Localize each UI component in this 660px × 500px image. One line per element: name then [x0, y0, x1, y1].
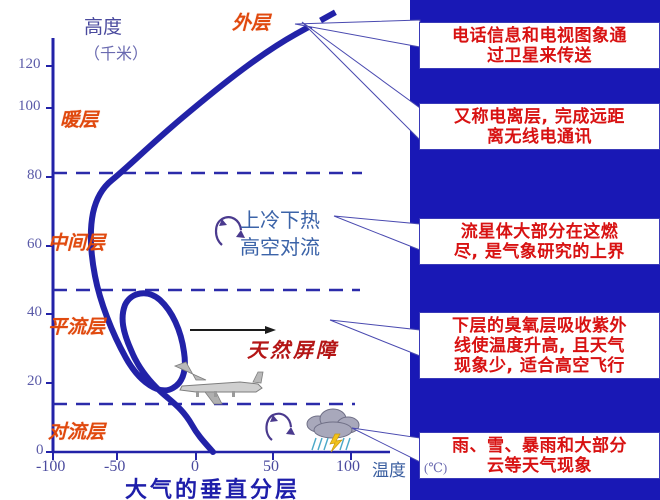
temperature-profile-curve-dashed	[294, 4, 347, 37]
stratosphere-pointer	[329, 319, 421, 357]
x-tick-100: 100	[336, 458, 360, 475]
callout-line: 离无线电通讯	[487, 127, 592, 148]
callout-line: 尽, 是气象研究的上界	[454, 242, 625, 263]
callout-line: 现象少, 适合高空飞行	[454, 356, 625, 377]
callout-line: 线使温度升高, 且天气	[454, 336, 625, 357]
convection-arrow-lower-icon	[265, 412, 295, 441]
callout-line: 雨、雪、暴雨和大部分	[452, 436, 627, 456]
y-axis-unit: （千米）	[84, 44, 149, 63]
chart-area: 高度 （千米） 120 100 80 60 40 20 0 -100 -50 0…	[18, 4, 406, 500]
layer-label-thermosphere: 暖层	[60, 109, 99, 131]
x-axis-unit: (℃)	[424, 460, 448, 475]
x-tick-minus100: -100	[36, 458, 66, 475]
airplane-icon	[173, 361, 264, 405]
callout-line: 下层的臭氧层吸收紫外	[452, 316, 627, 336]
x-axis-ticks	[52, 452, 352, 460]
right-arrow-icon	[190, 326, 276, 334]
mesosphere-callout[interactable]: 流星体大部分在这燃 尽, 是气象研究的上界	[419, 218, 660, 266]
stratosphere-callout[interactable]: 下层的臭氧层吸收紫外 线使温度升高, 且天气 现象少, 适合高空飞行	[419, 312, 660, 380]
y-axis-ticks	[46, 65, 53, 453]
troposphere-callout[interactable]: 雨、雪、暴雨和大部分 云等天气现象	[419, 432, 660, 480]
y-tick-60: 60	[27, 236, 42, 252]
exosphere-callout[interactable]: 电话信息和电视图象通 过卫星来传送	[419, 22, 660, 70]
figure-title: 大气的垂直分层	[125, 478, 301, 500]
layer-label-stratosphere: 平流层	[48, 316, 106, 338]
callout-line: 流星体大部分在这燃	[460, 222, 619, 242]
x-tick-minus50: -50	[104, 458, 126, 475]
x-tick-50: 50	[263, 458, 279, 475]
y-tick-100: 100	[18, 98, 41, 114]
y-tick-120: 120	[18, 56, 41, 72]
chart-svg	[46, 4, 390, 460]
troposphere-pointer	[351, 427, 421, 463]
x-axis-title: 温度	[372, 461, 406, 481]
y-tick-0: 0	[36, 442, 44, 458]
stratosphere-note: 天然屏障	[247, 338, 339, 362]
layer-label-mesosphere: 中间层	[48, 232, 106, 254]
y-tick-80: 80	[27, 167, 42, 183]
callout-line: 又称电离层, 完成远距	[454, 107, 625, 127]
temperature-profile-curve	[87, 31, 299, 455]
mesosphere-pointer	[333, 215, 421, 251]
mesosphere-note-line2: 高空对流	[240, 235, 320, 259]
layer-label-exosphere: 外层	[232, 12, 271, 34]
callout-line: 过卫星来传送	[487, 46, 592, 67]
y-axis-title: 高度	[84, 16, 123, 38]
y-tick-20: 20	[27, 373, 42, 389]
thermosphere-callout[interactable]: 又称电离层, 完成远距 离无线电通讯	[419, 103, 660, 151]
y-tick-40: 40	[27, 304, 42, 320]
mesosphere-note-line1: 上冷下热	[240, 208, 320, 232]
callout-line: 电话信息和电视图象通	[452, 26, 627, 46]
convection-arrow-upper-icon	[214, 216, 245, 246]
callout-line: 云等天气现象	[487, 456, 592, 477]
layer-label-troposphere: 对流层	[48, 421, 106, 443]
x-tick-0: 0	[191, 458, 199, 475]
